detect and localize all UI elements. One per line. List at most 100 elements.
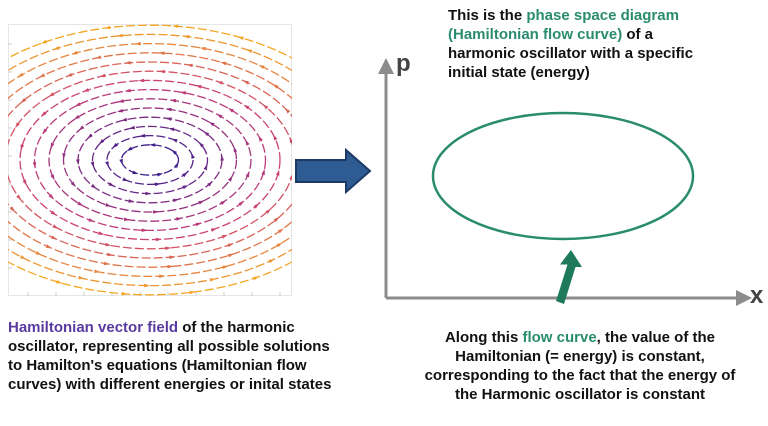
- flow-arrow-icon: [159, 274, 166, 279]
- flow-arrow-icon: [76, 159, 80, 166]
- flow-arrow-icon: [182, 171, 188, 178]
- flow-arrow-icon: [174, 161, 179, 168]
- caption-tail: of a harmonic oscillator with a specific…: [448, 26, 694, 81]
- flow-arrow-icon: [183, 35, 190, 39]
- flow-arrow-icon: [179, 91, 186, 95]
- flow-arrow-icon: [262, 104, 269, 110]
- flow-arrow-icon: [245, 139, 250, 146]
- flow-arrow-icon: [98, 139, 105, 145]
- flow-curve-caption: Along this flow curve, the value of the …: [420, 328, 740, 404]
- flow-arrow-icon: [105, 203, 112, 207]
- flow-arrow-icon: [121, 291, 128, 296]
- flow-arrow-icon: [237, 36, 244, 40]
- flow-arrow-icon: [258, 135, 263, 142]
- flow-arrow-icon: [165, 117, 172, 121]
- flow-arrow-icon: [19, 255, 26, 260]
- flow-arrow-icon: [275, 169, 280, 176]
- flow-arrow-icon: [172, 198, 179, 203]
- flow-arrow-icon: [220, 154, 224, 161]
- flow-arrow-icon: [39, 73, 46, 78]
- flow-curve-ring: [62, 107, 238, 213]
- flow-curve-ring: [33, 88, 267, 232]
- flow-arrow-icon: [50, 210, 57, 216]
- flow-arrow-icon: [82, 88, 90, 92]
- flow-arrow-icon: [22, 179, 27, 186]
- flow-arrow-icon: [171, 138, 178, 143]
- flow-arrow-icon: [216, 113, 223, 119]
- flow-arrow-icon: [273, 216, 280, 223]
- flow-arrow-icon: [216, 81, 223, 85]
- flow-arrow-icon: [73, 115, 80, 120]
- flow-arrow-icon: [78, 125, 85, 131]
- flow-arrow-icon: [171, 149, 177, 155]
- transition-arrow-icon: [295, 148, 372, 194]
- flow-arrow-icon: [272, 84, 279, 89]
- flow-arrow-icon: [198, 141, 204, 148]
- flow-arrow-icon: [165, 246, 172, 251]
- flow-arrow-icon: [144, 283, 151, 288]
- flow-arrow-icon: [117, 99, 124, 103]
- flow-arrow-icon: [242, 80, 249, 85]
- flow-arrow-icon: [203, 163, 208, 171]
- flow-arrow-icon: [153, 210, 160, 214]
- flow-arrow-icon: [258, 64, 265, 69]
- flow-arrow-icon: [138, 78, 145, 83]
- flow-arrow-icon: [157, 173, 164, 177]
- flow-arrow-icon: [40, 39, 47, 44]
- flow-arrow-icon: [268, 258, 275, 264]
- flow-arrow-icon: [20, 97, 27, 104]
- vector-field-plot: [8, 24, 292, 296]
- flow-arrow-icon: [119, 158, 123, 166]
- flow-arrow-icon: [238, 200, 245, 206]
- flow-curve-pointer-arrow-icon: [556, 250, 582, 304]
- flow-curve-ellipse: [431, 111, 695, 241]
- flow-arrow-icon: [112, 142, 118, 149]
- flow-arrow-icon: [265, 208, 271, 214]
- flow-arrow-icon: [195, 85, 202, 89]
- flow-arrow-icon: [289, 136, 292, 143]
- flow-arrow-icon: [42, 128, 48, 135]
- flow-arrow-icon: [199, 47, 206, 51]
- flow-arrow-icon: [77, 201, 84, 207]
- flow-arrow-icon: [208, 121, 215, 127]
- caption-tail: , the value of the Hamiltonian (= energy…: [424, 329, 736, 403]
- flow-arrow-icon: [186, 63, 193, 68]
- flow-arrow-icon: [17, 72, 24, 78]
- flow-arrow-icon: [149, 143, 156, 147]
- flow-arrow-icon: [116, 108, 124, 113]
- flow-arrow-icon: [53, 46, 60, 50]
- flow-arrow-icon: [116, 33, 123, 38]
- flow-arrow-icon: [48, 92, 55, 97]
- flow-arrow-icon: [253, 276, 260, 281]
- flow-arrow-icon: [128, 199, 135, 203]
- caption-lead: Along this: [444, 329, 523, 346]
- flow-arrow-icon: [182, 185, 189, 190]
- flow-arrow-icon: [88, 218, 95, 222]
- p-axis-arrowhead-icon: [378, 58, 394, 74]
- flow-curve-ring: [8, 33, 292, 287]
- flow-arrow-icon: [52, 224, 59, 229]
- flow-arrow-icon: [168, 127, 175, 132]
- flow-arrow-icon: [20, 144, 25, 151]
- flow-arrow-icon: [145, 191, 152, 196]
- flow-arrow-icon: [132, 170, 139, 174]
- flow-arrow-icon: [95, 55, 102, 59]
- flow-arrow-icon: [172, 24, 179, 29]
- flow-arrow-icon: [203, 131, 210, 137]
- flow-arrow-icon: [273, 134, 278, 141]
- flow-arrow-icon: [245, 171, 250, 178]
- flow-arrow-icon: [167, 264, 174, 269]
- flow-arrow-icon: [74, 102, 81, 107]
- flow-arrow-icon: [126, 146, 133, 152]
- flow-arrow-icon: [228, 253, 235, 258]
- flow-arrow-icon: [221, 234, 228, 239]
- caption-tail: of the harmonic oscillator, representing…: [8, 319, 332, 393]
- flow-arrow-icon: [220, 61, 227, 66]
- phase-space-diagram: [378, 58, 752, 306]
- flow-arrow-icon: [107, 252, 114, 257]
- flow-arrow-icon: [243, 104, 250, 110]
- flow-arrow-icon: [32, 162, 37, 169]
- x-axis-label: x: [750, 282, 764, 309]
- flow-arrow-icon: [71, 50, 78, 55]
- flow-arrow-icon: [158, 51, 165, 55]
